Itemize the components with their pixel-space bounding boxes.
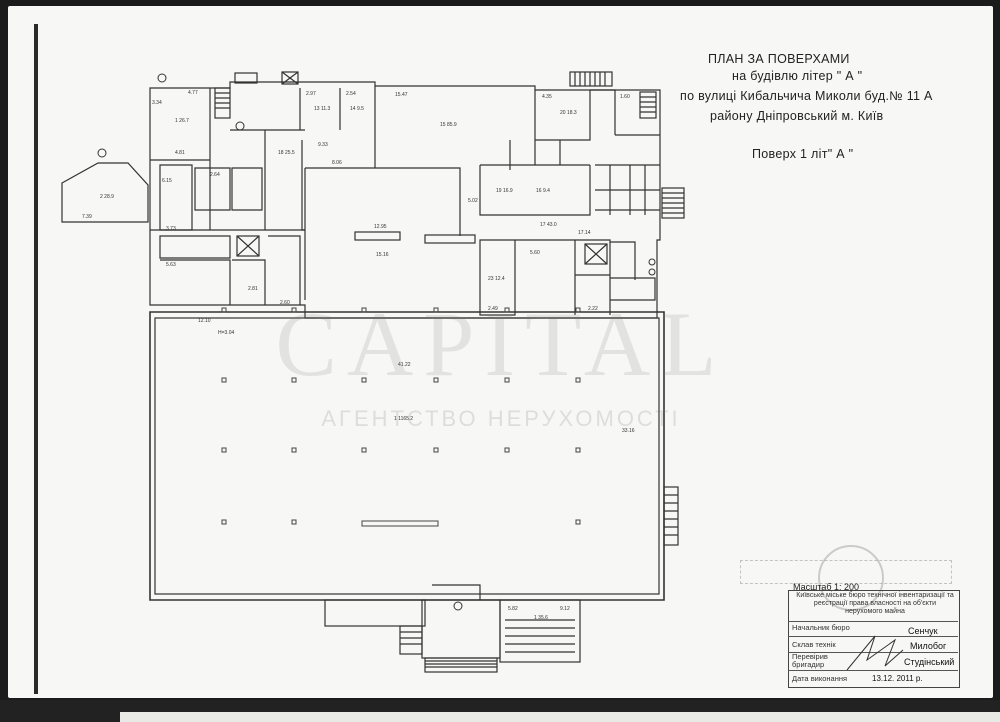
room-label: 9.33 — [318, 142, 328, 148]
watermark-subtitle: АГЕНТСТВО НЕРУХОМОСТІ — [321, 406, 681, 431]
room-label: 4.81 — [175, 150, 185, 156]
row-label: Начальник бюро — [792, 623, 850, 632]
room-label: 5.82 — [508, 606, 518, 612]
room-label: 15 85.9 — [440, 122, 457, 128]
room-label: 1 1165.2 — [394, 416, 414, 422]
room-label: 20 18.3 — [560, 110, 577, 116]
plan-title: ПЛАН ЗА ПОВЕРХАМИ — [708, 52, 850, 66]
stair-block-right — [499, 599, 581, 663]
floor-label: Поверх 1 літ" А " — [752, 147, 854, 161]
room-label: 19 16.9 — [496, 188, 513, 194]
room-label: 33.16 — [622, 428, 635, 434]
address-street: по вулиці Кибальчича Миколи буд.№ 11 А — [680, 89, 933, 103]
scale-label: Масштаб 1: 200 — [793, 582, 860, 592]
room-label: 1.60 — [620, 94, 630, 100]
stair-block-left — [324, 599, 426, 627]
room-label: 2.60 — [280, 300, 290, 306]
room-label: 6.15 — [162, 178, 172, 184]
room-label: 2 28.9 — [100, 194, 114, 200]
row-value: 13.12. 2011 р. — [872, 674, 923, 683]
title-block-line — [788, 621, 958, 622]
page-fold-shadow — [34, 24, 38, 694]
entrance-line — [432, 584, 481, 600]
room-label: 8.06 — [332, 160, 342, 166]
row-value: Милобог — [910, 641, 947, 651]
room-label: 15.47 — [395, 92, 408, 98]
room-label: 2.97 — [306, 91, 316, 97]
room-label: 2.54 — [346, 91, 356, 97]
room-label: 5.02 — [468, 198, 478, 204]
building-letter: на будівлю літер " А " — [732, 69, 863, 83]
row-label: Перевірив бригадир — [792, 652, 828, 669]
room-label: 13 11.3 — [314, 106, 331, 112]
room-label: 4.35 — [542, 94, 552, 100]
room-label: 2.81 — [248, 286, 258, 292]
watermark-logo: CAPITAL — [275, 293, 727, 395]
room-label: 18 25.5 — [278, 150, 295, 156]
room-label: 17 43.0 — [540, 222, 557, 228]
room-label: 5.63 — [166, 262, 176, 268]
title-block-line — [788, 670, 958, 671]
room-label: 12.95 — [374, 224, 387, 230]
title-block-line — [788, 636, 958, 637]
room-label: 2.22 — [588, 306, 598, 312]
room-label: 3.34 — [152, 100, 162, 106]
title-block — [788, 590, 960, 688]
side-stair — [399, 625, 423, 655]
round-seal — [818, 545, 884, 611]
row-value: Сенчук — [908, 626, 938, 636]
room-label: 41.22 — [398, 362, 411, 368]
room-label: 5.60 — [530, 250, 540, 256]
room-label: H=3.04 — [218, 330, 235, 336]
room-label: 17.14 — [578, 230, 591, 236]
next-page-edge — [120, 712, 1000, 722]
main-hall-inner — [154, 317, 660, 595]
room-label: 2.49 — [488, 306, 498, 312]
room-label: 14 9.5 — [350, 106, 364, 112]
title-block-line — [788, 652, 958, 653]
room-label: 7.39 — [82, 214, 92, 220]
address-district: району Дніпровський м. Київ — [710, 109, 884, 123]
room-label: 12.10 — [198, 318, 211, 324]
room-label: 4.77 — [188, 90, 198, 96]
room-label: 23 12.4 — [488, 276, 505, 282]
front-steps — [424, 657, 498, 673]
room-label: 16 9.4 — [536, 188, 550, 194]
row-label: Дата виконання — [792, 674, 848, 683]
room-label: 1 26.7 — [175, 118, 189, 124]
annex-outline — [61, 162, 149, 223]
signature — [846, 635, 904, 671]
bureau-name: Київське міське бюро технічної інвентари… — [796, 592, 954, 615]
main-hall-outline — [149, 311, 665, 601]
row-label: Склав технік — [792, 640, 836, 649]
room-label: 15.16 — [376, 252, 389, 258]
room-label: 9.12 — [560, 606, 570, 612]
room-label: 1 35.6 — [534, 615, 548, 621]
row-value: Студінський — [904, 657, 955, 667]
room-label: 3.73 — [166, 226, 176, 232]
upper-block-outline — [149, 81, 661, 319]
room-label: 2.64 — [210, 172, 220, 178]
